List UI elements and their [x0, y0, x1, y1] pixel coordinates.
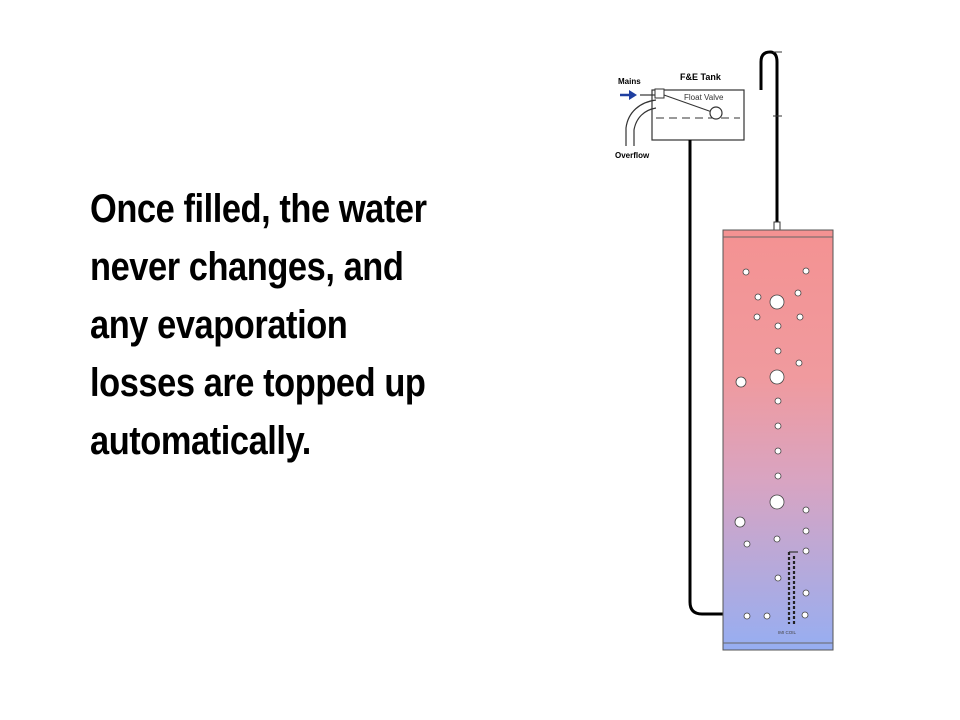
text-line-5: automatically. [90, 419, 311, 463]
mains-inlet: Mains [618, 77, 655, 100]
text-line-1: Once filled, the water [90, 187, 427, 231]
hot-water-cylinder: IMI COIL [722, 229, 834, 651]
float-valve-body [654, 88, 665, 99]
mains-label: Mains [618, 77, 641, 86]
cylinder-body [722, 229, 834, 651]
heating-coil: IMI COIL [778, 551, 798, 635]
mains-arrow-icon [629, 90, 637, 100]
float-ball-icon [709, 106, 723, 120]
open-vent-pipe [759, 50, 779, 226]
coil-label: IMI COIL [778, 630, 796, 635]
cold-feed-pipe [688, 140, 723, 616]
vent-connector [773, 221, 781, 231]
float-valve-label: Float Valve [684, 93, 724, 102]
bubbles [734, 267, 810, 620]
slide-body-text: Once filled, the water never changes, an… [90, 180, 451, 470]
text-line-4: losses are topped up [90, 361, 426, 405]
text-line-3: any evaporation [90, 303, 348, 347]
float-valve-arm [663, 94, 713, 113]
text-line-2: never changes, and [90, 245, 404, 289]
fe-tank-body [651, 89, 745, 141]
fe-tank-label: F&E Tank [680, 72, 722, 82]
overflow-label: Overflow [615, 151, 650, 160]
overflow-pipe: Overflow [615, 99, 657, 160]
fe-tank: F&E Tank Float Valve [651, 72, 745, 141]
